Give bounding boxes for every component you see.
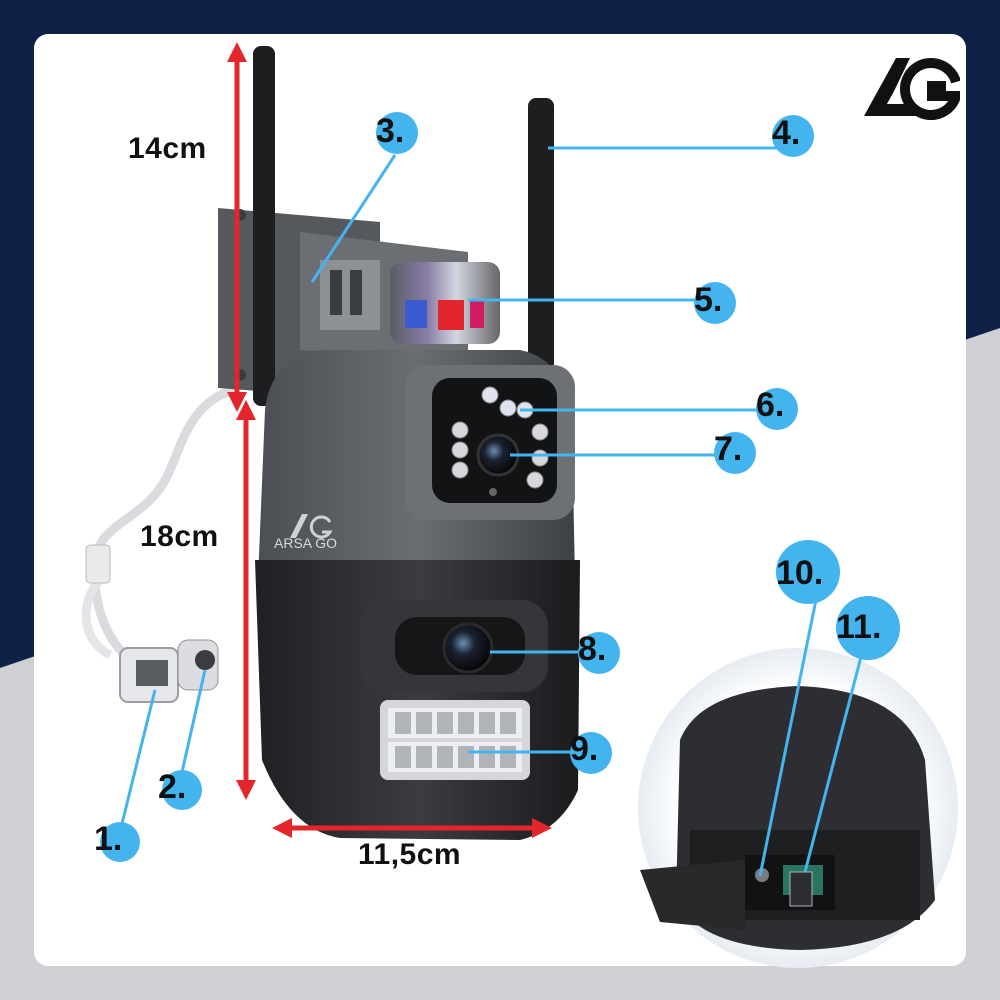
callout-label-10: 10. — [776, 554, 824, 592]
dimension-label-width: 11,5cm — [358, 838, 462, 871]
callout-bubble-2 — [162, 770, 202, 810]
dimension-label-antenna: 14cm — [128, 132, 207, 165]
callout-bubble-4 — [772, 115, 814, 157]
light-ring — [390, 262, 500, 344]
callout-lines — [113, 146, 870, 877]
callout-label-4: 4. — [772, 114, 801, 152]
callout-bubble-10 — [776, 540, 840, 604]
upper-camera-module — [405, 365, 575, 520]
callout-label-2: 2. — [158, 768, 187, 806]
callout-bubble-7 — [714, 432, 756, 474]
camera-brand-mark — [290, 514, 333, 539]
callout-label-6: 6. — [756, 386, 785, 424]
dimension-arrows — [227, 42, 552, 838]
antenna-left — [253, 46, 275, 406]
callout-label-7: 7. — [714, 430, 743, 468]
dimension-label-height: 18cm — [140, 520, 219, 553]
callout-bubble-1 — [100, 822, 140, 862]
callout-label-9: 9. — [570, 730, 599, 768]
callout-label-8: 8. — [578, 630, 607, 668]
callout-bubble-11 — [836, 596, 900, 660]
callout-bubble-5 — [694, 282, 736, 324]
callout-label-11: 11. — [836, 608, 882, 646]
callout-bubble-9 — [570, 732, 612, 774]
callout-label-5: 5. — [694, 281, 723, 319]
floodlight-panel — [380, 700, 530, 780]
antenna-right — [528, 98, 554, 388]
callout-bubble-8 — [578, 632, 620, 674]
callout-bubble-3 — [376, 112, 418, 154]
lower-camera-module — [360, 600, 548, 692]
brand-logo-icon — [864, 58, 960, 120]
inset-detail — [638, 648, 958, 968]
callout-label-1: 1. — [94, 820, 123, 858]
network-cable — [81, 385, 240, 703]
callout-label-3: 3. — [376, 112, 405, 150]
callout-bubble-6 — [756, 388, 798, 430]
camera-brand-text: ARSA GO — [274, 535, 337, 551]
